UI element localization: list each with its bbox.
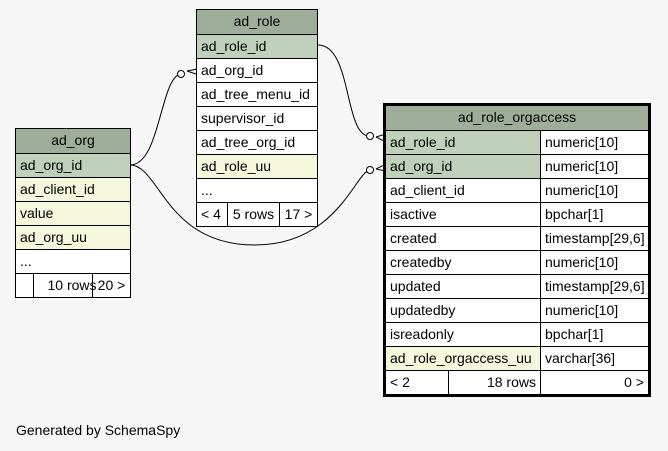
column-value[interactable]: value [16,201,130,225]
column-isreadonly[interactable]: isreadonly bpchar[1] [386,322,648,346]
generated-by-label: Generated by SchemaSpy [16,422,181,438]
row-count: 5 rows [227,203,279,226]
column-updated[interactable]: updated timestamp[29,6] [386,274,648,298]
column-type: bpchar[1] [540,203,648,226]
column-name: updatedby [390,302,456,318]
column-type: varchar[36] [540,347,648,370]
more-columns: ... [16,249,130,273]
column-isactive[interactable]: isactive bpchar[1] [386,202,648,226]
column-created[interactable]: created timestamp[29,6] [386,226,648,250]
column-type: bpchar[1] [540,323,648,346]
column-ad-org-id[interactable]: ad_org_id [16,153,130,177]
table-ad-org[interactable]: ad_org ad_org_id ad_client_id value ad_o… [15,128,131,298]
column-type: numeric[10] [540,251,648,274]
more-columns: ... [197,178,317,202]
edge-orgaccess-org-to-ad-org [129,164,370,246]
column-type: numeric[10] [540,179,648,202]
edge-orgaccess-role-endpoint [366,132,374,140]
column-type: numeric[10] [540,131,648,154]
column-ad-client-id[interactable]: ad_client_id [16,177,130,201]
edge-ad-role-org-endpoint [177,70,185,78]
children-link[interactable]: 20 > [92,274,130,297]
table-header[interactable]: ad_role [197,10,317,34]
edge-orgaccess-org-endpoint [366,166,374,174]
column-name: updated [390,278,441,294]
table-footer: < 4 5 rows 17 > [197,202,317,226]
column-name: ad_client_id [390,182,465,198]
column-ad-org-id[interactable]: ad_org_id numeric[10] [386,154,648,178]
edge-ad-role-org-to-ad-org [129,73,181,166]
column-ad-client-id[interactable]: ad_client_id numeric[10] [386,178,648,202]
column-type: numeric[10] [540,155,648,178]
footer-prev-blank [16,274,33,297]
row-count: 18 rows [448,371,540,394]
column-ad-org-uu[interactable]: ad_org_uu [16,225,130,249]
column-name: ad_role_orgaccess_uu [386,347,540,370]
children-link[interactable]: 17 > [279,203,317,226]
table-footer: < 2 18 rows 0 > [386,370,648,394]
row-count: 10 rows [33,274,110,297]
column-type: numeric[10] [540,299,648,322]
column-name: ad_org_id [386,155,540,178]
column-ad-role-uu[interactable]: ad_role_uu [197,154,317,178]
edge-orgaccess-role-to-ad-role [317,44,370,137]
parents-link[interactable]: < 2 [390,374,410,390]
column-name: isreadonly [390,326,454,342]
column-name: created [390,230,437,246]
column-name: isactive [390,206,437,222]
children-link[interactable]: 0 > [540,371,648,394]
table-header[interactable]: ad_org [16,129,130,153]
column-ad-role-orgaccess-uu[interactable]: ad_role_orgaccess_uu varchar[36] [386,346,648,370]
column-createdby[interactable]: createdby numeric[10] [386,250,648,274]
column-type: timestamp[29,6] [540,227,648,250]
column-name: createdby [390,254,452,270]
column-supervisor-id[interactable]: supervisor_id [197,106,317,130]
column-ad-tree-menu-id[interactable]: ad_tree_menu_id [197,82,317,106]
parents-link[interactable]: < 4 [201,206,221,222]
table-footer: 10 rows 20 > [16,273,130,297]
column-ad-role-id[interactable]: ad_role_id [197,34,317,58]
column-ad-role-id[interactable]: ad_role_id numeric[10] [386,130,648,154]
table-ad-role-orgaccess[interactable]: ad_role_orgaccess ad_role_id numeric[10]… [383,103,651,397]
column-type: timestamp[29,6] [540,275,648,298]
column-name: ad_role_id [386,131,540,154]
column-ad-tree-org-id[interactable]: ad_tree_org_id [197,130,317,154]
table-ad-role[interactable]: ad_role ad_role_id ad_org_id ad_tree_men… [196,9,318,227]
table-header[interactable]: ad_role_orgaccess [386,106,648,130]
column-updatedby[interactable]: updatedby numeric[10] [386,298,648,322]
edge-ad-role-org-arrow [186,68,198,75]
column-ad-org-id[interactable]: ad_org_id [197,58,317,82]
